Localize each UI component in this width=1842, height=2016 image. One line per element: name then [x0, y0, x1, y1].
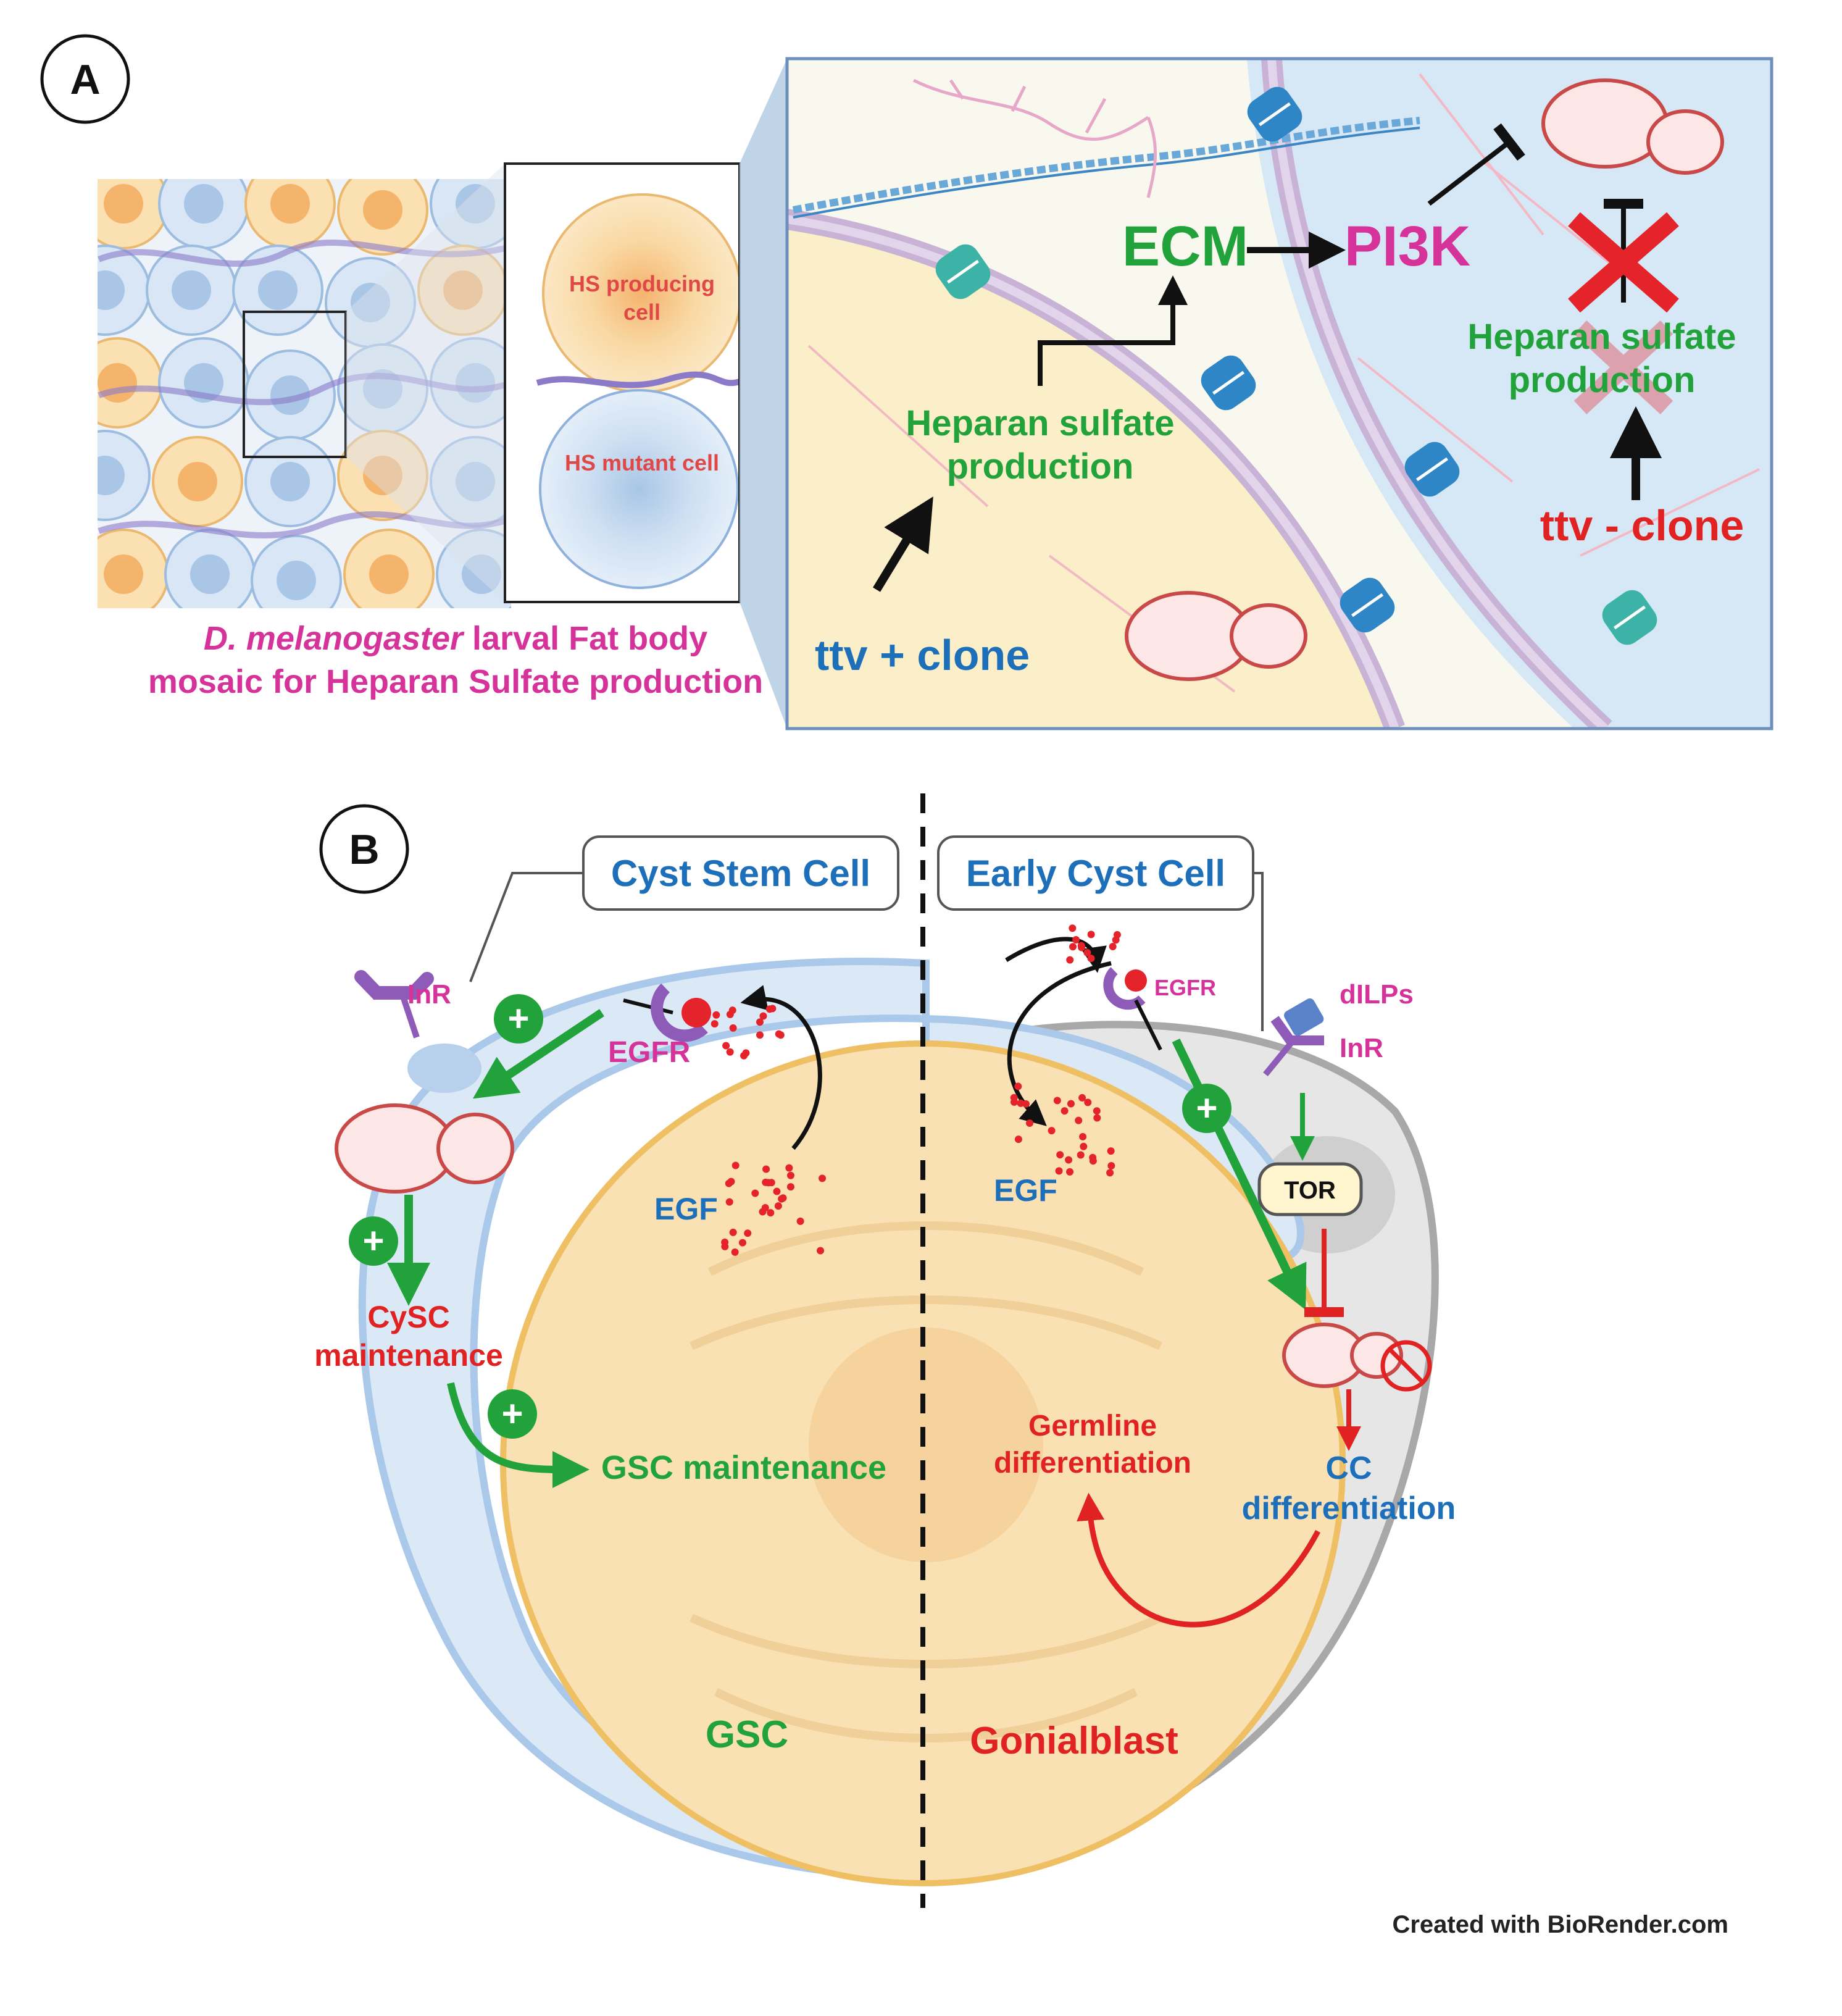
tor-box: [1257, 1162, 1363, 1216]
inhibit-pi3k-vesicle: [1427, 123, 1525, 206]
hs-left-2: production: [947, 446, 1134, 487]
panel-a: A HS producing cell HS mutant cell: [40, 34, 1773, 730]
membrane-channel-icon: [1340, 577, 1395, 633]
arrow-egf-left: [740, 985, 822, 1150]
svg-text:+: +: [362, 1220, 384, 1261]
arrow-egf-right: [1007, 961, 1112, 1126]
panel-b-label: B: [349, 826, 379, 873]
fat-body-mosaic: [98, 179, 511, 608]
biorender-credit: Created with BioRender.com: [1392, 1911, 1728, 1938]
plus-icon-4: +: [1182, 1084, 1231, 1133]
membrane-channel-icon: [1201, 355, 1256, 411]
ttv-plus-label: ttv + clone: [815, 631, 1030, 679]
arrow-egfr-vesicle: [472, 1009, 604, 1099]
membrane-channel-icon: [935, 244, 991, 299]
hs-right-2: production: [1509, 360, 1696, 400]
tor-label: TOR: [1284, 1177, 1336, 1204]
zoom-panel: ECM PI3K Heparan sulfate production ttv …: [785, 57, 1773, 730]
svg-text:+: +: [501, 1393, 523, 1434]
egfr-receptor-right-icon: [1103, 967, 1146, 1010]
caption-line-2: mosaic for Heparan Sulfate production: [148, 663, 763, 700]
egf-left-label: EGF: [654, 1192, 718, 1226]
egf-dots-right: [1010, 924, 1121, 1177]
egfr-left-label: EGFR: [608, 1036, 690, 1069]
germline-diff-2: differentiation: [994, 1447, 1191, 1479]
cysc-maintenance-1: CySC: [367, 1300, 449, 1334]
egf-dots-left: [721, 1161, 827, 1256]
block-x-top-icon: [1568, 212, 1679, 313]
inr-right-label: InR: [1340, 1033, 1383, 1063]
vesicle-right: [1541, 78, 1669, 169]
egf-right-label: EGF: [994, 1173, 1057, 1208]
plus-icon-2: +: [349, 1216, 398, 1266]
panel-b: B Cyst Stem Cell Early Cyst Cell InR EGF…: [314, 793, 1456, 1908]
egfr-receptor-left-icon: [651, 983, 708, 1042]
pi3k-label: PI3K: [1344, 215, 1471, 278]
arrow-egfr-differentiation: [1172, 1038, 1307, 1310]
gsc-label: GSC: [706, 1713, 788, 1756]
arrow-cc-germline: [1077, 1492, 1320, 1628]
gsc-maintenance-label: GSC maintenance: [601, 1449, 886, 1486]
cysc-maintenance-2: maintenance: [314, 1338, 503, 1373]
hs-producing-label-2: cell: [623, 299, 661, 325]
panel-a-badge: [40, 34, 130, 124]
panel-b-badge: [319, 804, 409, 894]
plus-icon-1: +: [494, 994, 543, 1044]
arrow-cysc-gsc: [447, 1382, 590, 1488]
egf-dots-top: [711, 1005, 785, 1060]
caption-line-1-rest: larval Fat body: [463, 620, 707, 657]
arrow-ttv-plus: [873, 496, 933, 592]
arrow-hs-ecm: [1038, 275, 1188, 386]
egf-ligand-left: [681, 998, 711, 1027]
dilps-label: dILPs: [1340, 979, 1414, 1010]
ecm-label: ECM: [1122, 215, 1248, 278]
prohibited-icon: [1380, 1340, 1432, 1392]
egfr-right-label: EGFR: [1154, 975, 1216, 1000]
hs-right-1: Heparan sulfate: [1467, 317, 1736, 357]
nucleus: [809, 1328, 1043, 1562]
mosaic-zoom-box: [243, 311, 347, 458]
inr-receptor-left-icon: [354, 970, 434, 1000]
zoom-projection: [740, 59, 787, 729]
hs-inset: HS producing cell HS mutant cell: [504, 162, 741, 603]
caption-line-1: D. melanogaster larval Fat body: [204, 620, 707, 657]
vesicle-left-b: [335, 1103, 456, 1194]
caption-species: D. melanogaster: [204, 620, 465, 657]
ttv-minus-label: ttv - clone: [1540, 501, 1744, 550]
svg-text:+: +: [507, 998, 529, 1039]
dilps-ligand-icon: [1284, 998, 1324, 1036]
inr-left-label: InR: [407, 979, 451, 1010]
hs-left-1: Heparan sulfate: [906, 403, 1174, 443]
svg-text:+: +: [1196, 1087, 1217, 1129]
membrane-channel-icon: [1404, 441, 1460, 497]
hs-mutant-label: HS mutant cell: [565, 450, 719, 475]
block-x-bottom-icon: [1573, 320, 1673, 414]
membrane-channel-icon: [1247, 86, 1302, 142]
gonialblast-label: Gonialblast: [970, 1720, 1178, 1762]
cc-diff-1: CC: [1325, 1450, 1372, 1486]
inr-receptor-right-icon: [1263, 1038, 1296, 1077]
early-cyst-cell-label: Early Cyst Cell: [966, 853, 1225, 894]
membrane-channel-icon: [1602, 590, 1657, 645]
cc-diff-2: differentiation: [1242, 1491, 1456, 1526]
hs-producing-label-1: HS producing: [569, 271, 715, 296]
cyst-stem-cell-label: Cyst Stem Cell: [611, 853, 870, 894]
plus-icon-3: +: [488, 1389, 537, 1439]
germline-diff-1: Germline: [1028, 1410, 1157, 1442]
panel-a-label: A: [70, 56, 100, 103]
hs-mutant-cell: [539, 389, 739, 589]
